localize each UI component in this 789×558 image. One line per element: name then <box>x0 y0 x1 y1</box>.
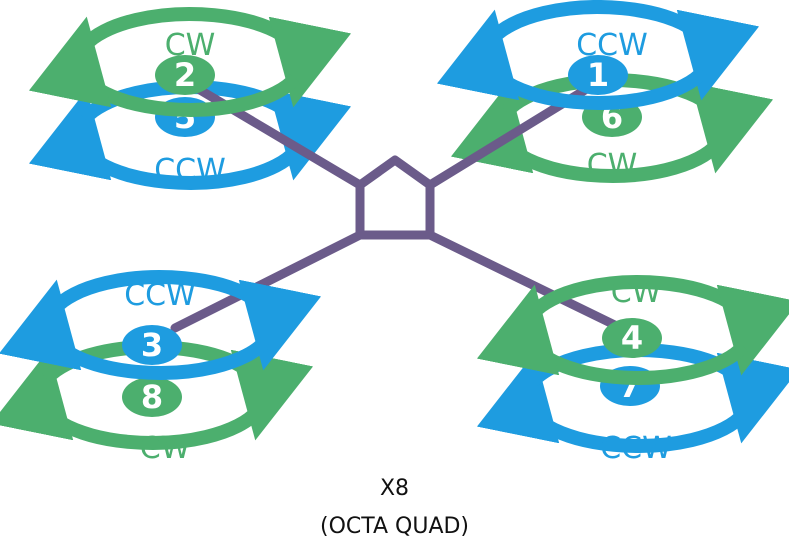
direction-label: CW <box>611 275 662 310</box>
diagram-title: X8 <box>379 476 410 501</box>
motor-number: 1 <box>587 56 609 94</box>
rotation-arrow <box>437 9 709 110</box>
rotation-arrow <box>0 279 271 380</box>
rotation-arrow <box>477 284 749 385</box>
motor-number: 3 <box>141 326 163 364</box>
frame-arm-rear-right <box>425 230 630 335</box>
direction-label: CW <box>140 431 191 466</box>
direction-label: CCW <box>124 278 196 313</box>
direction-label: CCW <box>600 431 672 466</box>
diagram-subtitle: (OCTA QUAD) <box>319 514 470 539</box>
rotor-rear-left-upper: CCW 3 <box>0 270 321 380</box>
direction-label: CCW <box>154 153 226 188</box>
direction-label: CW <box>587 148 638 183</box>
rotor-front-left-upper: CW2 <box>29 7 351 117</box>
frame <box>170 85 630 335</box>
motor-badge <box>602 318 662 358</box>
rotation-arrow <box>29 16 301 117</box>
rotor-rear-right-upper: CW 4 <box>477 275 789 385</box>
motor-number: 2 <box>174 56 196 94</box>
motor-number: 4 <box>621 319 643 357</box>
motor-number: 8 <box>141 378 163 416</box>
motor-badge <box>122 325 182 365</box>
motor-badge <box>122 377 182 417</box>
motor-badge <box>155 55 215 95</box>
frame-body <box>355 155 435 240</box>
motor-badge <box>568 55 628 95</box>
